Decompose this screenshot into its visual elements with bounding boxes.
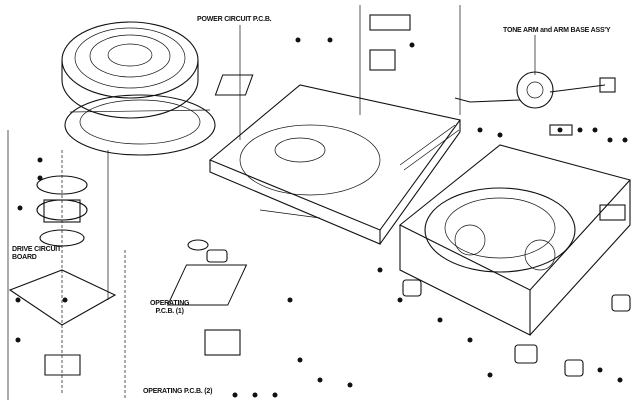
screw [295, 37, 301, 43]
label-tone-arm-assy: TONE ARM and ARM BASE ASS'Y [503, 27, 611, 34]
screw [467, 337, 473, 343]
screw [409, 42, 415, 48]
tone-arm [454, 71, 616, 109]
label-operating-pcb-1: OPERATING P.C.B. (1) [150, 300, 190, 315]
screw [327, 37, 333, 43]
screw [477, 127, 483, 133]
screw [62, 297, 68, 303]
label-power-circuit-pcb: POWER CIRCUIT P.C.B. [197, 16, 272, 23]
screw [377, 267, 383, 273]
screw [37, 157, 43, 163]
screw [287, 297, 293, 303]
feet [402, 279, 631, 377]
motor-assembly [8, 150, 126, 400]
screw [437, 317, 443, 323]
screw [487, 372, 493, 378]
top-plate [208, 84, 461, 245]
screw [15, 337, 21, 343]
screw [17, 205, 23, 211]
screw [622, 137, 628, 143]
screw [15, 297, 21, 303]
screw [37, 175, 43, 181]
leader-lines [7, 5, 536, 400]
screw [297, 357, 303, 363]
screw [597, 367, 603, 373]
platter [61, 21, 199, 119]
screw [592, 127, 598, 133]
screw [607, 137, 613, 143]
screw [272, 392, 278, 398]
screw [557, 127, 563, 133]
small-parts [166, 14, 626, 356]
screw [252, 392, 258, 398]
screw [577, 127, 583, 133]
screw [347, 382, 353, 388]
screw [317, 377, 323, 383]
screw [232, 392, 238, 398]
screws [15, 37, 628, 398]
frame-ring [64, 94, 216, 156]
label-operating-pcb-2: OPERATING P.C.B. (2) [143, 388, 213, 395]
screw [397, 297, 403, 303]
screw [497, 132, 503, 138]
base-chassis [398, 144, 632, 336]
label-drive-circuit-board: DRIVE CIRCUIT BOARD [12, 246, 62, 261]
screw [617, 377, 623, 383]
